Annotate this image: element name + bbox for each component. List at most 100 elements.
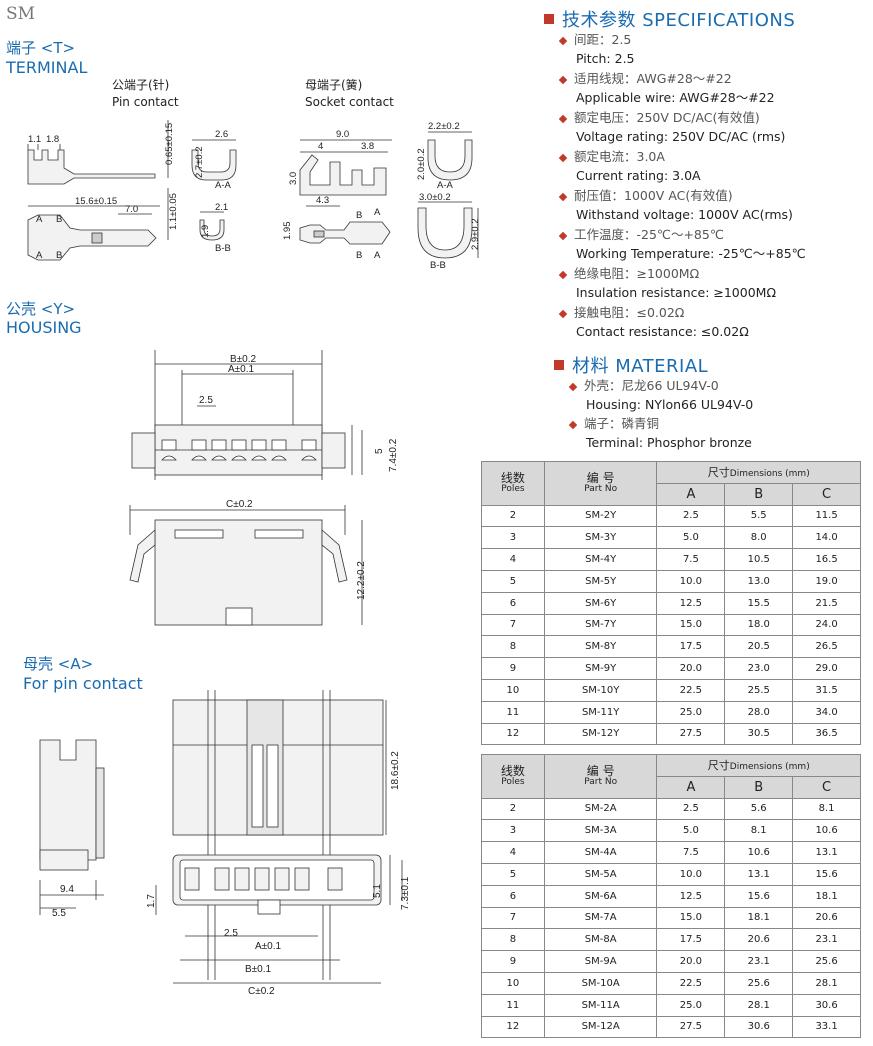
dim-text: 1.1±0.05: [168, 193, 179, 230]
table-cell: 15.5: [724, 591, 794, 615]
header-c: C: [792, 482, 861, 506]
spec-item-cn-text: 绝缘电阻：≥1000MΩ: [574, 266, 700, 281]
table-cell: 5: [481, 862, 545, 886]
material-title-text: 材料 MATERIAL: [572, 356, 709, 377]
spec-item-cn: 工作温度：-25℃～+85℃: [558, 225, 724, 244]
spec-item-cn-text: 工作温度：-25℃～+85℃: [574, 227, 724, 242]
spec-item-en: Withstand voltage: 1000V AC(rms): [560, 205, 793, 224]
table-cell: 22.5: [656, 971, 726, 995]
table-cell: 10: [481, 678, 545, 702]
table-cell: 15.6: [724, 884, 794, 908]
table-cell: 20.6: [792, 906, 861, 930]
dim-text: 1.7: [146, 894, 157, 908]
table-cell: 11: [481, 700, 545, 724]
table-cell: 28.1: [792, 971, 861, 995]
dim-text: 18.6±0.2: [390, 751, 401, 790]
section-marker-b: B: [56, 250, 62, 261]
table-cell: 3: [481, 819, 545, 843]
bullet-diamond-icon: [558, 36, 568, 45]
table-cell: 30.6: [792, 993, 861, 1017]
table-cell: 13.1: [792, 841, 861, 864]
dim-text: 15.6±0.15: [75, 196, 117, 207]
header-c: C: [792, 775, 861, 799]
terminal-title-cn: 端子 <T>: [6, 39, 76, 57]
spec-item-en-text: Voltage rating: 250V DC/AC (rms): [576, 129, 786, 144]
pin-contact-window-shape: [91, 232, 103, 244]
table-cell: SM-2Y: [543, 504, 658, 528]
table-cell: 7: [481, 906, 545, 930]
dim-text: 2.7±0.2: [194, 146, 205, 178]
table-cell: 6: [481, 591, 545, 615]
table-cell: 24.0: [792, 613, 861, 637]
table-cell: 4: [481, 841, 545, 864]
table-cell: SM-10Y: [543, 678, 658, 702]
dim-text: 1.1: [28, 134, 41, 145]
section-aa-label: A-A: [437, 180, 454, 191]
spec-item-en: Voltage rating: 250V DC/AC (rms): [560, 127, 785, 146]
dim-text: 7.4±0.2: [388, 438, 399, 472]
dim-text: 2.2±0.2: [428, 121, 460, 132]
table-cell: 7.5: [656, 548, 726, 571]
table-cell: 10: [481, 971, 545, 995]
dim-text: 2.5: [199, 395, 213, 406]
table-cell: 17.5: [656, 928, 726, 952]
spec-item-cn: 绝缘电阻：≥1000MΩ: [558, 264, 700, 283]
table-cell: SM-8A: [543, 928, 658, 952]
pin-contact-side-shape: [27, 149, 156, 185]
table-cell: SM-9Y: [543, 657, 658, 680]
header-b: B: [724, 775, 794, 799]
table-cell: SM-12Y: [543, 722, 658, 746]
header-part-cn: 编 号: [586, 471, 615, 486]
header-poles-en: Poles: [501, 484, 525, 495]
spec-item-cn-text: 适用线规：AWG#28～#22: [574, 71, 732, 86]
header-poles-cn: 线数: [500, 764, 525, 779]
female-side-shape: [39, 739, 97, 861]
spec-item-cn: 额定电流：3.0A: [558, 147, 665, 166]
table-cell: 30.5: [724, 722, 794, 746]
table-cell: SM-6A: [543, 884, 658, 908]
socket-section-bb-shape: [417, 207, 473, 259]
material-title: 材料 MATERIAL: [554, 352, 708, 378]
bullet-diamond-icon: [568, 420, 578, 429]
spec-item-en: Pitch: 2.5: [560, 49, 635, 68]
bullet-diamond-icon: [558, 114, 568, 123]
dim-text: 9.0: [336, 129, 349, 140]
dim-text: 7.3±0.1: [400, 876, 411, 910]
table-cell: 9: [481, 950, 545, 973]
table-cell: 15.0: [656, 613, 726, 637]
table-cell: 16.5: [792, 548, 861, 571]
dim-text: 5: [374, 448, 385, 454]
socket-section-aa-shape: [427, 139, 473, 181]
female-title-cn: 母壳 <A>: [23, 655, 94, 673]
dim-text: B±0.1: [245, 964, 271, 975]
section-marker-a: A: [374, 207, 381, 218]
table-cell: 25.0: [656, 993, 726, 1017]
material-item-en: Terminal: Phosphor bronze: [570, 433, 752, 452]
material-item-cn-text: 端子：磷青铜: [584, 416, 660, 431]
spec-item-en: Insulation resistance: ≥1000MΩ: [560, 283, 776, 302]
table-cell: 28.0: [724, 700, 794, 724]
header-a: A: [656, 482, 726, 506]
table-cell: SM-10A: [543, 971, 658, 995]
table-cell: 25.6: [724, 971, 794, 995]
material-item-cn: 外壳：尼龙66 UL94V-0: [568, 376, 719, 395]
table-cell: SM-6Y: [543, 591, 658, 615]
header-a: A: [656, 775, 726, 799]
spec-item-en-text: Withstand voltage: 1000V AC(rms): [576, 207, 793, 222]
header-part-cn: 编 号: [586, 764, 615, 779]
dim-text: 4.3: [316, 195, 329, 206]
table-cell: 4: [481, 548, 545, 571]
table-cell: 25.0: [656, 700, 726, 724]
table-cell: SM-3A: [543, 819, 658, 843]
table-cell: 33.1: [792, 1015, 861, 1039]
